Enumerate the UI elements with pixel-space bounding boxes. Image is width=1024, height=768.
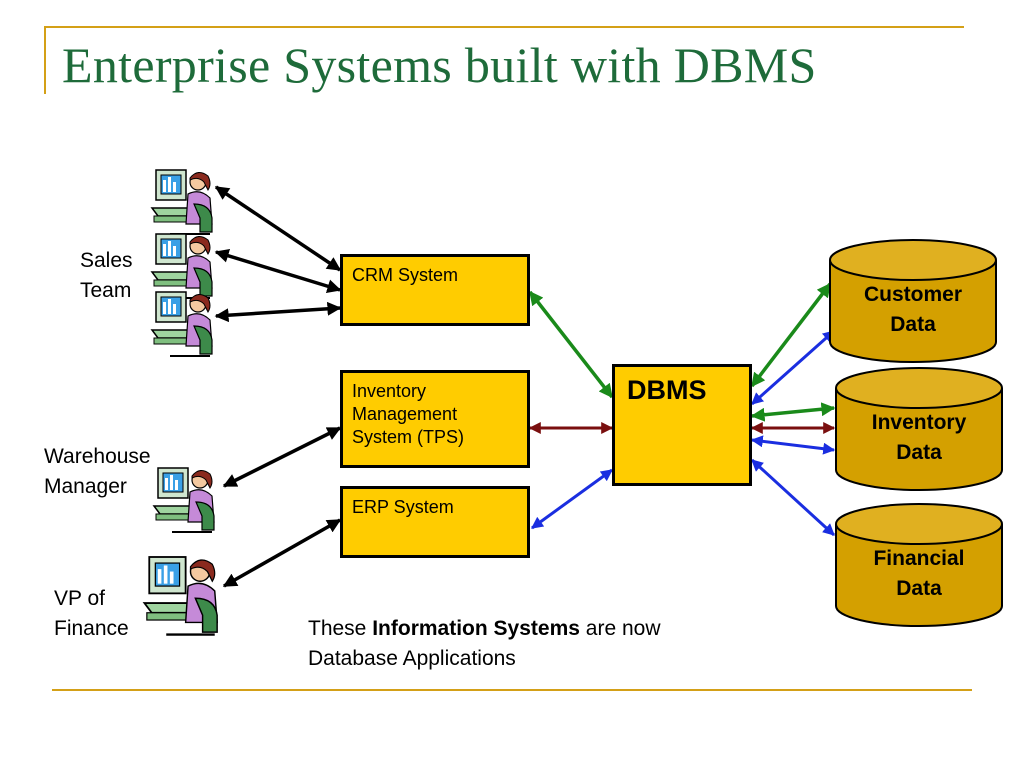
financial-data-cylinder: Financial Data (834, 502, 1004, 632)
arrow-erp-dbms (531, 468, 613, 530)
sales-user-3-icon (150, 290, 216, 360)
inventory-data-line1: Inventory (871, 411, 967, 434)
vp-finance-line1: VP of (54, 587, 105, 610)
arrow-warehouse-ims (222, 426, 342, 488)
arrow-vp-erp (222, 518, 342, 588)
note-bold: Information Systems (372, 617, 580, 640)
warehouse-manager-line1: Warehouse (44, 445, 151, 468)
customer-data-line1: Customer (863, 283, 963, 306)
inventory-data-cylinder: Inventory Data (834, 366, 1004, 496)
dbms-label: DBMS (627, 375, 707, 405)
customer-data-cylinder: Customer Data (828, 238, 998, 368)
title-accent-horizontal (44, 26, 964, 28)
inventory-data-line2: Data (896, 441, 942, 464)
erp-system-label: ERP System (352, 497, 454, 517)
vp-finance-label: VP of Finance (54, 584, 129, 644)
arrow-dbms-customer-blue (751, 329, 835, 406)
dbms-box: DBMS (612, 364, 752, 486)
arrow-sales3-crm (214, 301, 342, 323)
note-suffix: are now Database Applications (308, 617, 661, 670)
financial-data-line1: Financial (873, 547, 965, 570)
sales-user-2-icon (150, 232, 216, 302)
ims-line3: System (TPS) (352, 427, 465, 447)
sales-team-line1: Sales (80, 249, 133, 272)
note-prefix: These (308, 617, 367, 640)
arrow-dbms-financial (750, 458, 836, 537)
crm-system-label: CRM System (352, 265, 459, 285)
financial-data-line2: Data (896, 577, 942, 600)
warehouse-user-icon (152, 466, 218, 536)
warehouse-manager-line2: Manager (44, 475, 127, 498)
sales-team-label: Sales Team (80, 246, 133, 306)
title-accent-vertical (44, 26, 46, 94)
slide-title: Enterprise Systems built with DBMS (62, 37, 817, 93)
crm-system-box: CRM System (340, 254, 530, 326)
ims-line2: Management (352, 404, 458, 424)
arrow-dbms-inventory-blue (750, 435, 836, 455)
arrow-dbms-inventory-green (750, 402, 836, 422)
warehouse-manager-label: Warehouse Manager (44, 442, 151, 502)
ims-line1: Inventory (352, 381, 427, 401)
bottom-accent-rule (52, 689, 972, 691)
erp-system-box: ERP System (340, 486, 530, 558)
information-systems-note: These Information Systems are now Databa… (308, 614, 728, 674)
sales-team-line2: Team (80, 279, 132, 302)
sales-user-1-icon (150, 168, 216, 238)
customer-data-line2: Data (890, 313, 936, 336)
arrow-crm-dbms (528, 290, 614, 399)
vp-finance-line2: Finance (54, 617, 129, 640)
inventory-management-system-box: Inventory Management System (TPS) (340, 370, 530, 468)
arrow-sales2-crm (214, 248, 342, 294)
vp-finance-user-icon (142, 554, 222, 640)
